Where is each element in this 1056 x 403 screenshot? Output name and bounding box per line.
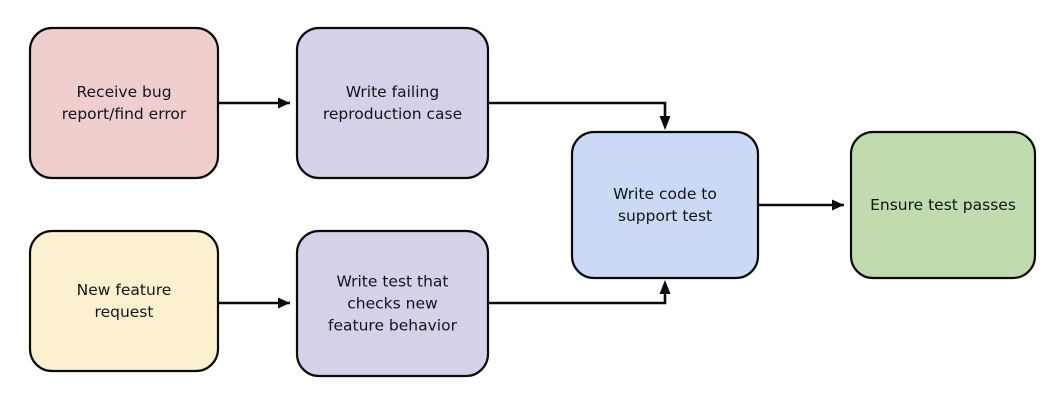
node-label-write-code-to-support-test: Write code to support test [613, 185, 717, 225]
arrowhead-icon [659, 280, 671, 294]
node-receive-bug-report[interactable]: Receive bug report/find error [28, 26, 220, 180]
node-box-write-test-checks-new-feature-behavior[interactable] [295, 229, 490, 378]
edge-bug-report-to-failing-case [219, 97, 290, 109]
node-label-line: checks new [347, 294, 438, 312]
edge-line-failing-case-to-write-code [489, 101, 667, 124]
edge-feature-request-to-write-test [219, 297, 290, 309]
edges-layer [219, 97, 844, 309]
node-label-line: request [95, 303, 154, 321]
node-label-line: New feature [77, 281, 172, 299]
nodes-layer: Receive bug report/find error Write failin… [28, 26, 1037, 378]
arrowhead-icon [832, 199, 844, 211]
node-label-line: feature behavior [328, 316, 458, 334]
node-label-write-test-checks-new-feature-behavior: Write test that checks new feature behavio… [328, 272, 458, 334]
node-label-line: Write failing [346, 83, 439, 101]
edge-write-code-to-ensure-passes [759, 199, 844, 211]
edge-write-test-to-write-code [489, 280, 671, 305]
node-label-line: support test [618, 207, 712, 225]
node-ensure-test-passes[interactable]: Ensure test passes [849, 130, 1037, 280]
node-box-ensure-test-passes[interactable] [849, 130, 1037, 280]
node-box-write-failing-reproduction-case[interactable] [295, 26, 490, 180]
node-label-line: Write code to [613, 185, 717, 203]
node-label-line: Ensure test passes [870, 196, 1016, 214]
arrowhead-icon [659, 116, 671, 130]
node-label-line: reproduction case [323, 105, 462, 123]
arrowhead-icon [278, 297, 290, 309]
edge-line-write-test-to-write-code [489, 286, 667, 305]
node-label-line: Receive bug [76, 83, 171, 101]
edge-failing-case-to-write-code [489, 101, 671, 130]
node-box-write-code-to-support-test[interactable] [570, 130, 760, 280]
node-new-feature-request[interactable]: New feature request [28, 229, 220, 373]
node-write-code-to-support-test[interactable]: Write code to support test [570, 130, 760, 280]
node-write-test-checks-new-feature-behavior[interactable]: Write test that checks new feature behavio… [295, 229, 490, 378]
node-label-line: report/find error [62, 105, 187, 123]
node-box-new-feature-request[interactable] [28, 229, 220, 373]
node-label-write-failing-reproduction-case: Write failing reproduction case [323, 83, 462, 123]
node-label-receive-bug-report: Receive bug report/find error [62, 83, 187, 123]
node-write-failing-reproduction-case[interactable]: Write failing reproduction case [295, 26, 490, 180]
node-label-new-feature-request: New feature request [77, 281, 172, 321]
arrowhead-icon [278, 97, 290, 109]
node-box-receive-bug-report[interactable] [28, 26, 220, 180]
node-label-line: Write test that [336, 272, 448, 290]
node-label-ensure-test-passes: Ensure test passes [870, 196, 1016, 214]
